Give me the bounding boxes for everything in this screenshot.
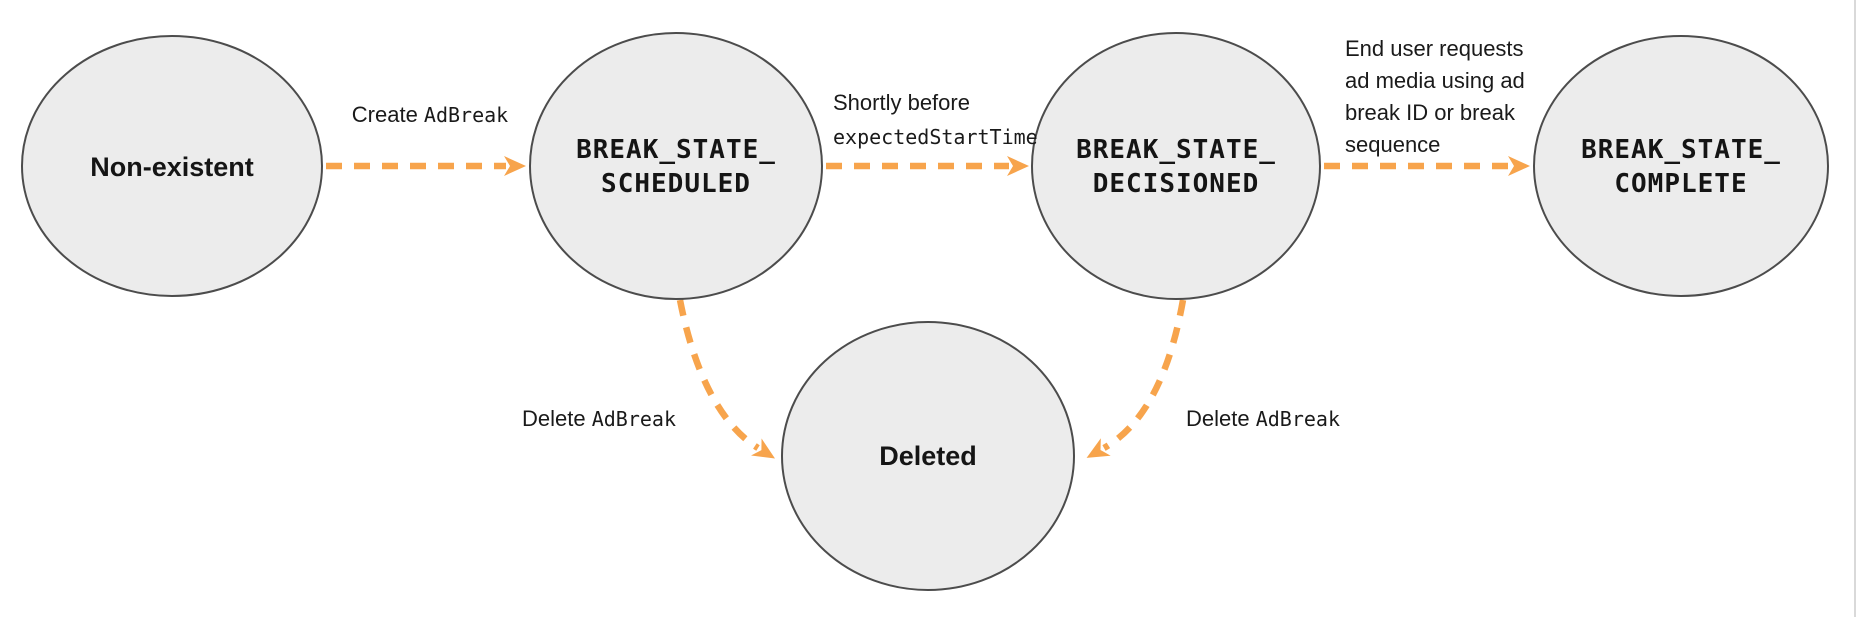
arrow-scheduled-to-deleted xyxy=(676,299,775,459)
state-node-break-state-complete xyxy=(1533,35,1829,297)
state-label-complete-line2: COMPLETE xyxy=(1614,169,1747,199)
arrow-decisioned-to-deleted xyxy=(1086,299,1187,458)
transition-label-create-plain: Create xyxy=(352,102,424,127)
transition-label-delete-left-plain: Delete xyxy=(522,406,592,431)
transition-label-delete-adbreak-left: Delete AdBreak xyxy=(522,406,676,431)
state-node-non-existent xyxy=(21,35,323,297)
transition-label-create-code: AdBreak xyxy=(424,103,508,127)
state-label-non-existent: Non-existent xyxy=(90,152,254,182)
state-node-break-state-decisioned xyxy=(1031,32,1321,300)
transition-label-delete-left-code: AdBreak xyxy=(592,407,676,431)
transition-label-shortly-before-line1: Shortly before xyxy=(833,90,970,115)
transition-label-end-user-line2: ad media using ad xyxy=(1345,68,1525,93)
transition-label-delete-right-code: AdBreak xyxy=(1256,407,1340,431)
state-node-deleted xyxy=(781,321,1075,591)
transition-label-end-user-line1: End user requests xyxy=(1345,36,1524,61)
state-label-decisioned-line2: DECISIONED xyxy=(1093,169,1260,199)
state-label-deleted: Deleted xyxy=(879,441,977,471)
state-label-scheduled-line2: SCHEDULED xyxy=(601,169,751,199)
transition-label-delete-adbreak-right: Delete AdBreak xyxy=(1186,406,1340,431)
state-label-complete-line1: BREAK_STATE_ xyxy=(1581,135,1781,165)
transition-label-create-adbreak: Create AdBreak xyxy=(352,102,508,127)
state-label-scheduled-line1: BREAK_STATE_ xyxy=(576,135,776,165)
transition-label-end-user-line4: sequence xyxy=(1345,132,1440,157)
state-node-break-state-scheduled xyxy=(529,32,823,300)
state-label-decisioned-line1: BREAK_STATE_ xyxy=(1076,135,1276,165)
transition-label-end-user-line3: break ID or break xyxy=(1345,100,1516,125)
transition-label-expected-start-time: expectedStartTime xyxy=(833,125,1038,149)
transition-label-delete-right-plain: Delete xyxy=(1186,406,1256,431)
